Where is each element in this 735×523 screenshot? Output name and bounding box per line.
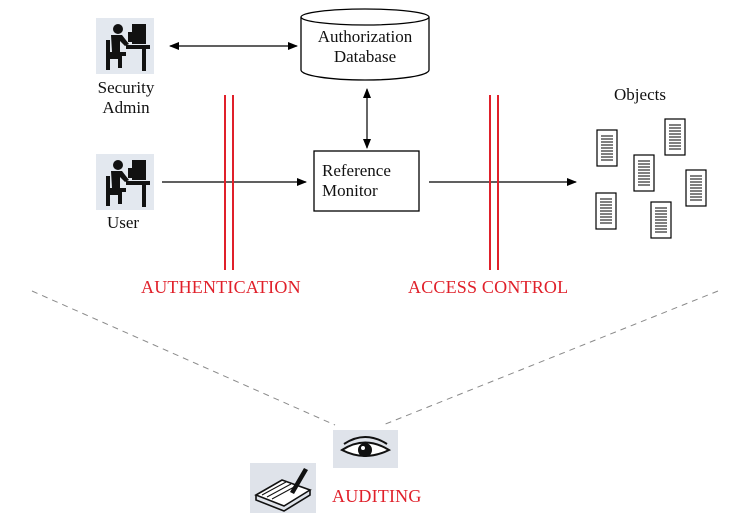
security-admin-label: Security Admin <box>97 78 155 117</box>
document-icon <box>596 129 618 167</box>
objects-label: Objects <box>614 85 666 104</box>
eye-icon <box>333 430 398 468</box>
objects-documents <box>595 118 707 239</box>
user-label: User <box>106 213 140 232</box>
authentication-boundary <box>224 95 234 270</box>
access-control-boundary <box>489 95 499 270</box>
authorization-database-cylinder <box>300 8 430 81</box>
access-control-label: ACCESS CONTROL <box>408 277 569 297</box>
authentication-label: AUTHENTICATION <box>141 277 301 297</box>
document-icon <box>685 169 707 207</box>
reference-monitor-box <box>313 150 420 212</box>
logbook-icon <box>250 463 316 513</box>
reference-monitor-label: Reference Monitor <box>322 161 391 200</box>
document-icon <box>650 201 672 239</box>
document-icon <box>633 154 655 192</box>
security-admin-icon <box>96 18 154 74</box>
user-icon <box>96 154 154 210</box>
auditing-label: AUDITING <box>332 486 422 506</box>
document-icon <box>664 118 686 156</box>
document-icon <box>595 192 617 230</box>
authorization-database-label: Authorization Database <box>317 27 413 66</box>
auditing-dashed-lines <box>31 290 719 426</box>
